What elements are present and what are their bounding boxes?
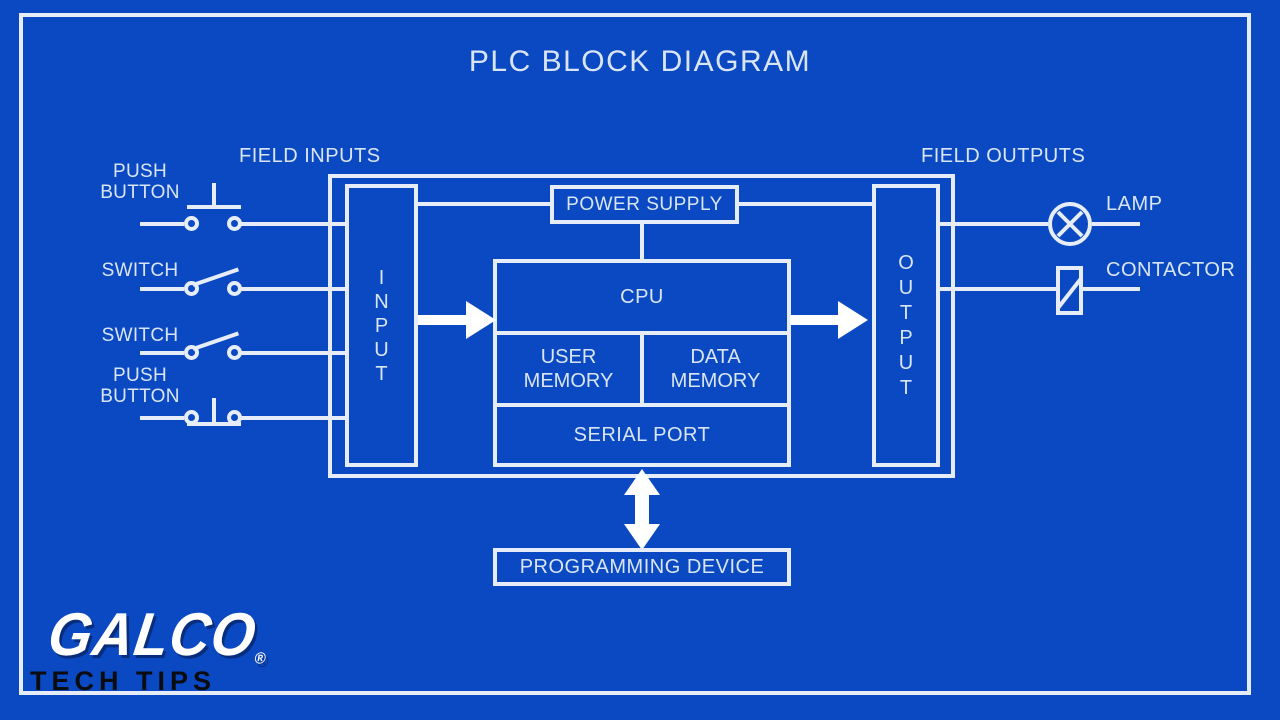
contact-circle [227, 216, 242, 231]
wire-power-supply-to-output [739, 202, 872, 206]
cpu-label: CPU [620, 285, 664, 308]
user-memory-label: USER MEMORY [523, 346, 614, 392]
push-button-actuator-stem [212, 183, 216, 207]
wire [241, 416, 345, 420]
user-memory-cell: USER MEMORY [497, 335, 640, 403]
contact-circle [184, 216, 199, 231]
galco-logo: GALCO® [44, 599, 273, 669]
wire [940, 222, 1048, 226]
wire [140, 351, 184, 355]
wire [1083, 287, 1140, 291]
page-title: PLC BLOCK DIAGRAM [468, 45, 812, 78]
tech-tips-tagline: TECH TIPS [30, 666, 217, 696]
power-supply-label: POWER SUPPLY [566, 193, 723, 215]
field-inputs-label: FIELD INPUTS [239, 145, 381, 167]
programming-device-box: PROGRAMMING DEVICE [493, 548, 791, 586]
wire-power-supply-to-cpu [640, 224, 644, 259]
data-memory-label: DATA MEMORY [670, 346, 761, 392]
blueprint-frame [19, 13, 1251, 695]
wire [940, 287, 1056, 291]
wire [241, 351, 345, 355]
wire [241, 287, 345, 291]
serial-port-section: SERIAL PORT [497, 407, 787, 463]
wire [140, 287, 184, 291]
push-button-actuator-bar [187, 422, 241, 426]
wire [241, 222, 345, 226]
galco-logo-text: GALCO [44, 599, 261, 668]
lamp-symbol [1048, 202, 1092, 246]
lamp-label: LAMP [1106, 193, 1163, 215]
wire-input-to-power-supply [418, 202, 550, 206]
push-button-actuator-bar [187, 205, 241, 209]
wire [140, 222, 184, 226]
programming-device-label: PROGRAMMING DEVICE [519, 555, 765, 578]
wire [1092, 222, 1140, 226]
contactor-symbol [1056, 266, 1083, 315]
push-button-actuator-stem [212, 398, 216, 424]
cpu-block: CPU USER MEMORY DATA MEMORY SERIAL PORT [493, 259, 791, 467]
switch-2-label: SWITCH [101, 325, 179, 346]
field-outputs-label: FIELD OUTPUTS [921, 145, 1086, 167]
wire [140, 416, 184, 420]
cpu-section: CPU [497, 263, 787, 335]
contact-circle [227, 281, 242, 296]
contactor-label: CONTACTOR [1106, 259, 1236, 281]
serial-port-label: SERIAL PORT [573, 423, 711, 446]
data-memory-cell: DATA MEMORY [640, 335, 787, 403]
power-supply-box: POWER SUPPLY [550, 185, 739, 224]
memory-section: USER MEMORY DATA MEMORY [497, 335, 787, 407]
push-button-2-label: PUSH BUTTON [100, 365, 180, 407]
push-button-1-label: PUSH BUTTON [100, 161, 180, 203]
switch-1-label: SWITCH [101, 260, 179, 281]
contact-circle [227, 345, 242, 360]
